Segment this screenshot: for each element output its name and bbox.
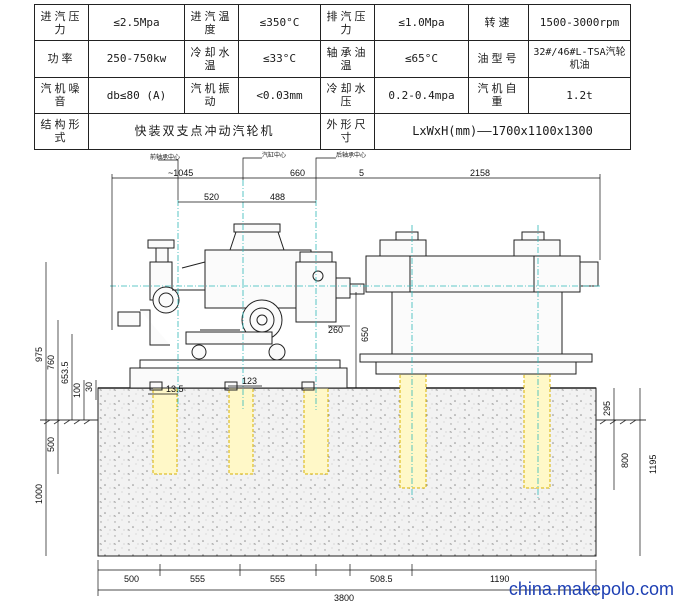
dim-5: 5 [359, 168, 364, 178]
spec-value: ≤65°C [374, 40, 469, 78]
dimension-labels: ~1045 660 5 2158 520 488 260 13.5 123 50… [34, 168, 658, 603]
spec-label: 转速 [468, 3, 529, 42]
dim-1045: ~1045 [168, 168, 193, 178]
dim-650: 650 [360, 327, 370, 342]
turbine-base [129, 359, 348, 391]
rear-bearing-center-label: 后轴承中心 [336, 151, 366, 159]
dim-1000: 1000 [34, 484, 44, 504]
size-value: LxWxH(mm)——1700x1100x1300 [374, 112, 631, 151]
dim-760: 760 [46, 355, 56, 370]
spec-value: ≤1.0Mpa [374, 3, 469, 42]
dim-bottom-1190: 1190 [490, 574, 509, 584]
spec-row: 结构形式 快装双支点冲动汽轮机 外形尺寸 LxWxH(mm)——1700x110… [34, 112, 631, 151]
dim-653-5: 653.5 [60, 361, 70, 384]
spec-row: 汽机噪音 db≤80 (A) 汽机振动 <0.03mm 冷却水压 0.2-0.4… [34, 76, 631, 114]
spec-table: 进汽压力 ≤2.5Mpa 进汽温度 ≤350°C 排汽压力 ≤1.0Mpa 转速… [34, 3, 631, 151]
anchor-bolt-pockets [152, 369, 551, 489]
spec-label: 冷却水压 [320, 76, 375, 114]
spec-value: 0.2-0.4mpa [374, 76, 469, 114]
spec-value: 1500-3000rpm [528, 3, 631, 42]
dim-2158: 2158 [470, 168, 490, 178]
dim-975: 975 [34, 347, 44, 362]
spec-value: <0.03mm [238, 76, 321, 114]
structure-value: 快装双支点冲动汽轮机 [88, 112, 321, 151]
spec-label: 汽机振动 [184, 76, 239, 114]
spec-value: ≤33°C [238, 40, 321, 78]
dim-100: 100 [72, 383, 82, 398]
spec-label: 汽机自重 [468, 76, 529, 114]
spec-value: db≤80 (A) [88, 76, 185, 114]
dim-660: 660 [290, 168, 305, 178]
spec-label: 冷却水温 [184, 40, 239, 78]
spec-label: 功率 [34, 40, 89, 78]
dim-1195: 1195 [648, 455, 658, 474]
steam-turbine [117, 223, 365, 361]
center-lines [110, 180, 600, 500]
size-label: 外形尺寸 [320, 112, 375, 151]
spec-label: 进汽温度 [184, 3, 239, 42]
dim-13-5: 13.5 [166, 384, 184, 394]
dim-bottom-500: 500 [124, 574, 139, 584]
spec-value: ≤350°C [238, 3, 321, 42]
dimension-lines [45, 174, 641, 596]
spec-label: 进汽压力 [34, 3, 89, 42]
spec-label: 汽机噪音 [34, 76, 89, 114]
dim-123: 123 [242, 376, 257, 386]
dim-bottom-555a: 555 [190, 574, 205, 584]
spec-value: 250-750kw [88, 40, 185, 78]
spec-value: 1.2t [528, 76, 631, 114]
watermark: china.makepolo.com [508, 579, 674, 599]
turbine-center-label: 汽缸中心 [262, 151, 286, 159]
dim-bottom-3800: 3800 [334, 593, 354, 603]
spec-label: 排汽压力 [320, 3, 375, 42]
structure-label: 结构形式 [34, 112, 89, 151]
spec-row: 进汽压力 ≤2.5Mpa 进汽温度 ≤350°C 排汽压力 ≤1.0Mpa 转速… [34, 3, 631, 42]
front-bearing-center-label: 前轴承中心 [150, 153, 180, 161]
callout-leaders [158, 157, 336, 200]
generator [359, 231, 599, 375]
dim-295: 295 [602, 401, 612, 416]
dim-520: 520 [204, 192, 219, 202]
dim-800: 800 [620, 453, 630, 468]
spec-row: 功率 250-750kw 冷却水温 ≤33°C 轴承油温 ≤65°C 油型号 3… [34, 40, 631, 78]
spec-label: 油型号 [468, 40, 529, 78]
turbine-drawing: 前轴承中心 汽缸中心 后轴承中心 ~1045 660 5 2158 520 48… [34, 151, 658, 603]
dim-30: 30 [84, 382, 94, 392]
spec-label: 轴承油温 [320, 40, 375, 78]
dim-bottom-555b: 555 [270, 574, 285, 584]
spec-value: 32#/46#L-TSA汽轮机油 [528, 40, 631, 78]
spec-value: ≤2.5Mpa [88, 3, 185, 42]
dim-500: 500 [46, 437, 56, 452]
dim-488: 488 [270, 192, 285, 202]
dim-bottom-508-5: 508.5 [370, 574, 393, 584]
dim-260: 260 [328, 325, 343, 335]
foundation [40, 387, 646, 557]
